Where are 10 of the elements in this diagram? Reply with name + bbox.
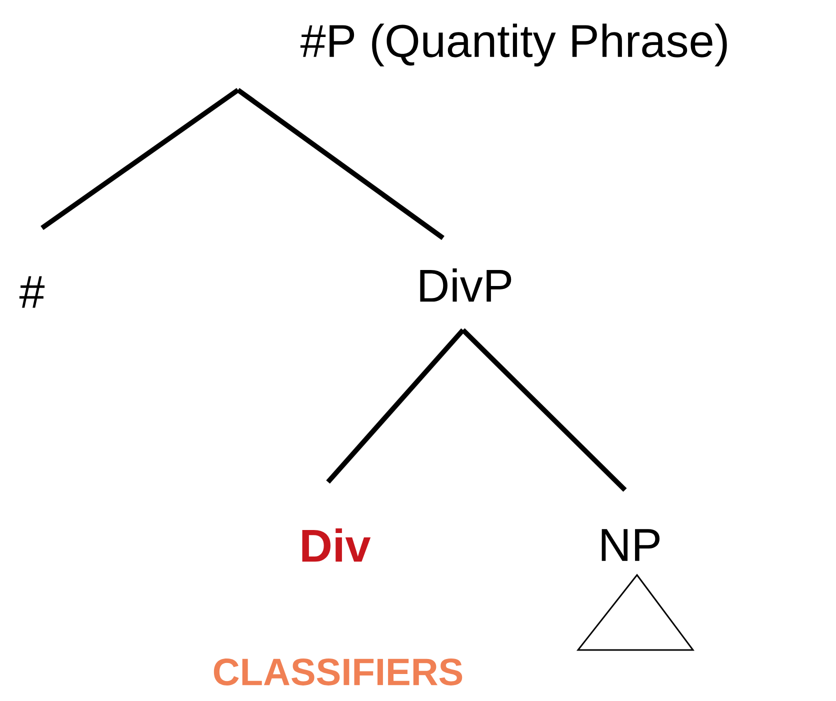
branch-line (40, 88, 240, 230)
tree-label: Div (302, 528, 371, 562)
tree-label: #P (Quantity Phrase) (300, 24, 727, 66)
tree-label: NP (602, 529, 660, 561)
tree-label: DivP (420, 268, 512, 302)
tree-label: # (19, 276, 45, 308)
annotation: CLASSIFIERS (214, 658, 462, 686)
branch-line (236, 88, 444, 240)
branch-line (461, 328, 627, 492)
branch-line (326, 328, 465, 484)
